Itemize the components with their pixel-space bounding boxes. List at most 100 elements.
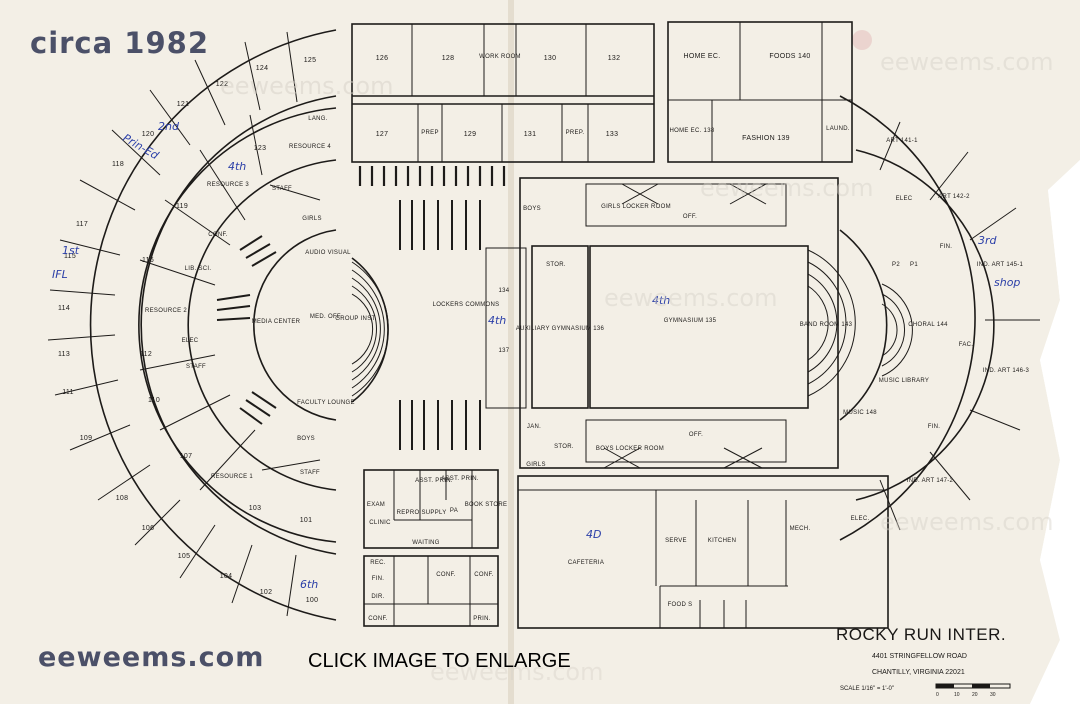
room-boys-top: BOYS (523, 206, 541, 212)
room-med-off: MED. OFF. (310, 314, 342, 320)
right-wing (807, 95, 1040, 541)
room-100: 100 (306, 597, 319, 604)
room-122: 122 (216, 81, 229, 88)
room-130: 130 (544, 55, 557, 62)
room-109: 109 (80, 435, 93, 442)
room-103: 103 (249, 505, 262, 512)
admin-block (363, 469, 499, 627)
scale-tick-30: 30 (990, 692, 996, 698)
room-labels: 126 128 WORK ROOM 130 132 127 PREP 129 1… (58, 53, 1029, 622)
site-label: eeweems.com (38, 642, 265, 673)
room-pa: PA (450, 508, 458, 514)
room-resource-1: RESOURCE 1 (211, 474, 253, 480)
room-workroom: WORK ROOM (479, 54, 521, 60)
room-fin-2: FIN. (928, 424, 941, 430)
cafeteria-block (517, 475, 889, 629)
room-art-142: ART 142-2 (938, 194, 970, 200)
room-114: 114 (58, 305, 70, 312)
room-cafeteria: CAFETERIA (568, 560, 604, 566)
room-129: 129 (464, 131, 477, 138)
note-2nd: 2nd (158, 120, 180, 133)
scale-tick-20: 20 (972, 692, 978, 698)
room-kitchen: KITCHEN (708, 538, 736, 544)
note-gym-4th: 4th (652, 294, 670, 307)
room-125: 125 (304, 57, 317, 64)
gym-block (485, 177, 839, 469)
note-shop: shop (994, 276, 1020, 289)
room-112: 112 (140, 351, 152, 358)
room-126: 126 (376, 55, 389, 62)
room-124: 124 (256, 65, 269, 72)
room-repro: REPRO (397, 510, 420, 516)
room-prep-1: PREP (421, 130, 439, 136)
room-fashion: FASHION 139 (742, 135, 790, 142)
room-music-148: MUSIC 148 (843, 410, 877, 416)
room-116: 116 (142, 257, 154, 264)
room-132: 132 (608, 55, 621, 62)
scale-note: SCALE 1/16" = 1'-0" (840, 686, 894, 692)
room-111: 111 (62, 389, 74, 396)
room-113: 113 (58, 351, 70, 358)
room-boys-left: BOYS (297, 436, 315, 442)
note-3rd: 3rd (978, 234, 998, 247)
room-choral: CHORAL 144 (908, 322, 948, 328)
room-resource-3: RESOURCE 3 (207, 182, 249, 188)
room-fin-1: FIN. (940, 244, 953, 250)
room-exam: EXAM (367, 502, 385, 508)
room-asst-prin-2: ASST. PRIN. (441, 476, 479, 482)
room-p1: P1 (910, 262, 918, 268)
room-119: 119 (176, 203, 188, 210)
room-conf-office-3: CONF. (368, 616, 388, 622)
note-aux-4th: 4th (488, 314, 506, 327)
room-120: 120 (142, 131, 155, 138)
school-city: CHANTILLY, VIRGINIA 22021 (872, 669, 965, 676)
watermark-5: eeweems.com (880, 508, 1053, 536)
room-133: 133 (606, 131, 619, 138)
room-waiting: WAITING (412, 540, 440, 546)
room-resource-4: RESOURCE 4 (289, 144, 331, 150)
enlarge-link[interactable]: CLICK IMAGE TO ENLARGE (308, 650, 571, 672)
room-conf-left: CONF. (208, 232, 228, 238)
room-elec-left: ELEC (182, 338, 199, 344)
room-117: 117 (76, 221, 88, 228)
watermarks: eeweems.com eeweems.com eeweems.com eewe… (220, 48, 1053, 686)
paper-fold (508, 0, 514, 704)
school-street: 4401 STRINGFELLOW ROAD (872, 653, 967, 660)
room-music-library: MUSIC LIBRARY (879, 378, 929, 384)
room-rec: REC. (370, 560, 386, 566)
room-108: 108 (116, 495, 129, 502)
watermark-1: eeweems.com (220, 72, 393, 100)
room-asst-prin-1: ASST. PRIN. (415, 478, 453, 484)
title-block: ROCKY RUN INTER. 4401 STRINGFELLOW ROAD … (836, 625, 1011, 698)
room-faculty-lounge: FACULTY LOUNGE (297, 400, 355, 406)
room-137: 137 (499, 348, 510, 354)
room-laund: LAUND. (826, 126, 850, 132)
scale-tick-0: 0 (936, 692, 939, 698)
room-118: 118 (112, 161, 124, 168)
room-lib-sci: LIB. SCI. (185, 266, 212, 272)
room-off-low: OFF. (689, 432, 703, 438)
room-media-center: MEDIA CENTER (252, 319, 301, 325)
room-audio-visual: AUDIO VISUAL (305, 250, 351, 256)
room-mech: MECH. (790, 526, 811, 532)
room-clinic: CLINIC (369, 520, 391, 526)
room-128: 128 (442, 55, 455, 62)
room-home-ec: HOME EC. (683, 53, 720, 60)
room-staff-mid: STAFF (186, 364, 206, 370)
note-cafeteria-4d: 4D (586, 528, 601, 541)
note-1st: 1st (62, 244, 80, 257)
room-staff-low: STAFF (300, 470, 320, 476)
room-supply: SUPPLY (421, 510, 446, 516)
watermark-4: eeweems.com (880, 48, 1053, 76)
room-110: 110 (148, 397, 160, 404)
room-121: 121 (177, 101, 190, 108)
era-label: circa 1982 (30, 26, 210, 60)
boys-locker-room: BOYS LOCKER ROOM (596, 446, 664, 452)
commons (351, 200, 481, 450)
room-elec-low: ELEC. (851, 516, 870, 522)
room-127: 127 (376, 131, 389, 138)
top-classrooms (351, 21, 853, 186)
